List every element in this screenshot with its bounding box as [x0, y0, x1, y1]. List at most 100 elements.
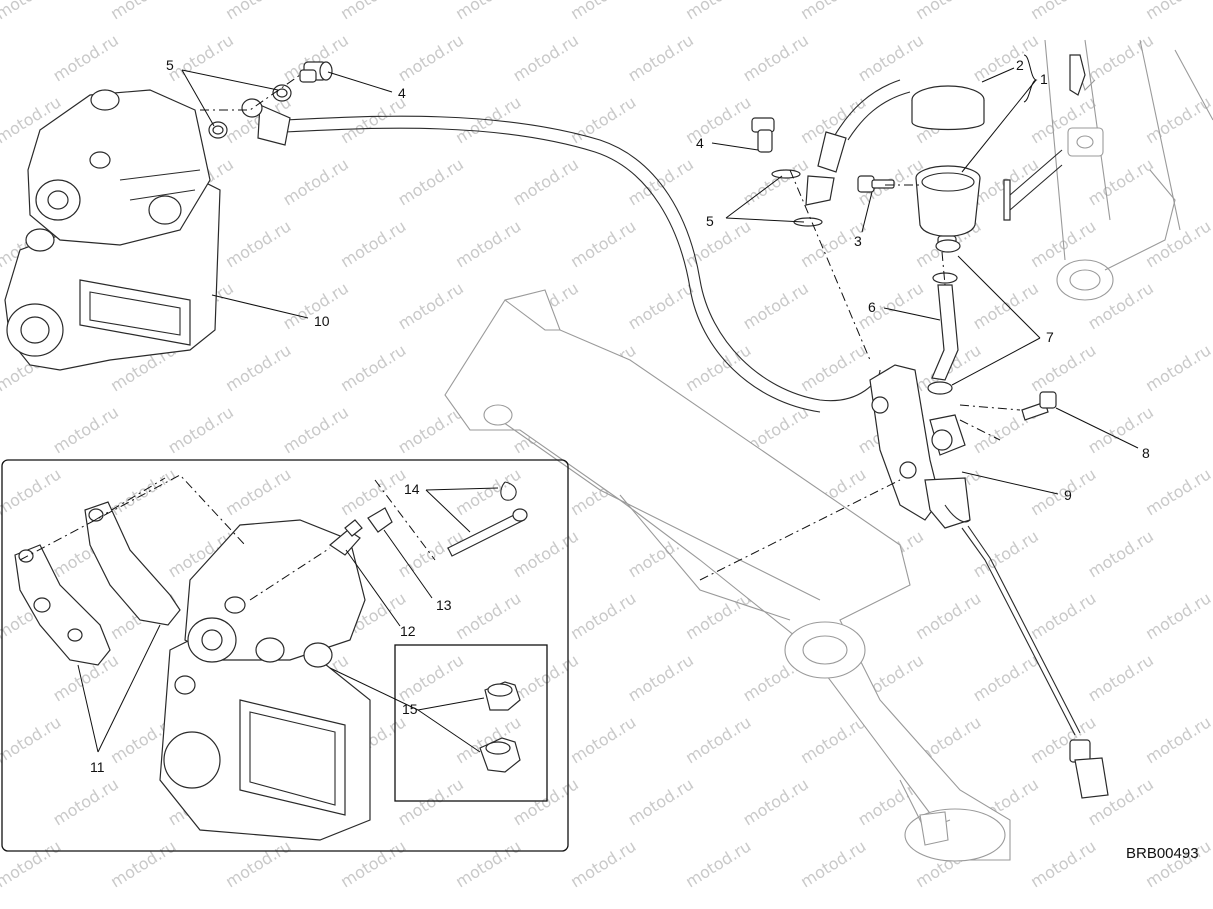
watermark-text: motod.ru	[740, 278, 812, 333]
watermark-text: motod.ru	[510, 154, 582, 209]
brake-hose	[257, 79, 911, 413]
bleed-valve-cap	[367, 507, 393, 533]
watermark-text: motod.ru	[50, 30, 122, 85]
watermark-text: motod.ru	[625, 278, 697, 333]
watermark-text: motod.ru	[510, 650, 582, 705]
watermark-text: motod.ru	[165, 30, 237, 85]
watermark-text: motod.ru	[337, 216, 409, 271]
banjo-bolt-top-right	[751, 117, 775, 153]
watermark-text: motod.ru	[625, 154, 697, 209]
master-cylinder-bolt	[1021, 391, 1057, 421]
watermark-text: motod.ru	[280, 402, 352, 457]
watermark-text: motod.ru	[107, 0, 179, 23]
inset-panel	[1, 459, 569, 852]
watermark-text: motod.ru	[452, 216, 524, 271]
watermark-text: motod.ru	[510, 30, 582, 85]
watermark-text: motod.ru	[50, 774, 122, 829]
watermark-text: motod.ru	[337, 340, 409, 395]
watermark-text: motod.ru	[797, 0, 869, 23]
watermark-text: motod.ru	[395, 774, 467, 829]
assembly-axis-lines	[200, 74, 1021, 581]
reservoir-bolt	[857, 175, 895, 193]
watermark-text: motod.ru	[1085, 30, 1157, 85]
watermark-text: motod.ru	[970, 278, 1042, 333]
watermark-text: motod.ru	[567, 712, 639, 767]
watermark-text: motod.ru	[567, 92, 639, 147]
watermark-text: motod.ru	[625, 30, 697, 85]
watermark-text: motod.ru	[395, 650, 467, 705]
hose-clamps	[927, 239, 961, 395]
callout-15: 15	[402, 701, 418, 717]
watermark-text: motod.ru	[1142, 464, 1213, 519]
watermark-text: motod.ru	[682, 340, 754, 395]
watermark-text: motod.ru	[740, 774, 812, 829]
watermark-text: motod.ru	[395, 154, 467, 209]
watermark-text: motod.ru	[567, 0, 639, 23]
callout-10: 10	[314, 313, 330, 329]
callout-14: 14	[404, 481, 420, 497]
callout-5-top-left: 5	[166, 57, 174, 73]
watermark-text: motod.ru	[797, 836, 869, 891]
watermark-text: motod.ru	[970, 30, 1042, 85]
callout-13: 13	[436, 597, 452, 613]
watermark-text: motod.ru	[1027, 836, 1099, 891]
watermark-text: motod.ru	[1027, 340, 1099, 395]
watermark-text: motod.ru	[682, 92, 754, 147]
watermark-text: motod.ru	[0, 464, 64, 519]
watermark-text: motod.ru	[625, 774, 697, 829]
callout-9: 9	[1064, 487, 1072, 503]
callout-3: 3	[854, 233, 862, 249]
callout-8: 8	[1142, 445, 1150, 461]
watermark-text: motod.ru	[395, 30, 467, 85]
watermark-text: motod.ru	[222, 340, 294, 395]
watermark-text: motod.ru	[1142, 340, 1213, 395]
watermark-text: motod.ru	[567, 836, 639, 891]
watermark-text: motod.ru	[107, 836, 179, 891]
watermark-text: motod.ru	[107, 464, 179, 519]
watermark-text: motod.ru	[740, 30, 812, 85]
callout-labels: 5 4 10 4 5 3 2 1 6 7 8 9 14 12 13 15 11	[90, 57, 1150, 775]
leader-lines	[77, 54, 1139, 753]
watermark-text: motod.ru	[567, 588, 639, 643]
watermark-text: motod.ru	[337, 0, 409, 23]
watermark-text: motod.ru	[452, 464, 524, 519]
watermark-text: motod.ru	[797, 340, 869, 395]
watermark-text: motod.ru	[0, 712, 64, 767]
watermark-text: motod.ru	[1085, 154, 1157, 209]
bleed-valve	[328, 519, 363, 556]
watermark-text: motod.ru	[510, 774, 582, 829]
reservoir-hose	[931, 272, 959, 381]
watermark-text: motod.ru	[1027, 588, 1099, 643]
watermark-text: motod.ru	[510, 526, 582, 581]
watermark-text: motod.ru	[855, 278, 927, 333]
watermark-text: motod.ru	[222, 836, 294, 891]
watermark-text: motod.ru	[682, 836, 754, 891]
watermark-text: motod.ru	[452, 0, 524, 23]
watermark-text: motod.ru	[222, 216, 294, 271]
watermark-text: motod.ru	[567, 216, 639, 271]
brake-pads	[14, 501, 181, 666]
watermark-text: motod.ru	[280, 154, 352, 209]
watermark-text: motod.ru	[222, 0, 294, 23]
watermark-text: motod.ru	[50, 402, 122, 457]
watermark-text: motod.ru	[1142, 712, 1213, 767]
watermark-text: motod.ru	[1142, 588, 1213, 643]
callout-12: 12	[400, 623, 416, 639]
watermark-text: motod.ru	[337, 836, 409, 891]
watermark-text: motod.ru	[1027, 0, 1099, 23]
callout-4-right: 4	[696, 135, 704, 151]
watermark-text: motod.ru	[682, 0, 754, 23]
watermark-text: motod.ru	[1142, 216, 1213, 271]
watermark-text: motod.ru	[452, 588, 524, 643]
callout-5-right: 5	[706, 213, 714, 229]
watermark-text: motod.ru	[1085, 526, 1157, 581]
callout-1: 1	[1040, 71, 1048, 87]
rear-brake-caliper	[4, 89, 221, 371]
watermark-text: motod.ru	[0, 0, 64, 23]
callout-11: 11	[90, 759, 105, 775]
watermark-text: motod.ru	[682, 216, 754, 271]
watermark-text: motod.ru	[912, 0, 984, 23]
watermark-text: motod.ru	[1085, 650, 1157, 705]
callout-6: 6	[868, 299, 876, 315]
